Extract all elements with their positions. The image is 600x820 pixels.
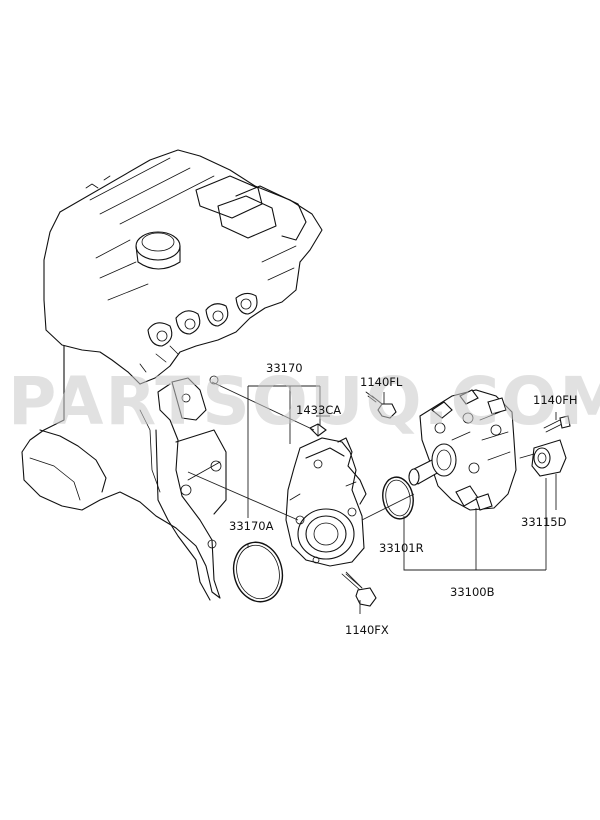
bolt-1140fl [365,391,397,419]
watermark: PARTSOUQ.COM [8,363,600,440]
label-33170[interactable]: 33170 [266,361,303,375]
label-1140fh[interactable]: 1140FH [533,393,578,407]
dowel-pin [309,423,327,437]
label-33170a[interactable]: 33170A [229,519,274,533]
label-1433ca[interactable]: 1433CA [296,403,341,417]
label-1140fl[interactable]: 1140FL [360,375,403,389]
engine-block [21,149,323,601]
pump-bracket [285,437,367,567]
bolt-1140fx [341,573,377,607]
o-ring-33170a [232,541,284,603]
fuel-pump [408,389,517,511]
o-ring-33101r [382,476,414,520]
label-33100b[interactable]: 33100B [450,585,495,599]
label-1140fx[interactable]: 1140FX [345,623,389,637]
label-33101r[interactable]: 33101R [379,541,424,555]
bolt-1140fh [543,415,571,433]
leader-lines [187,381,557,614]
label-33115d[interactable]: 33115D [521,515,567,529]
metering-valve [519,439,567,477]
